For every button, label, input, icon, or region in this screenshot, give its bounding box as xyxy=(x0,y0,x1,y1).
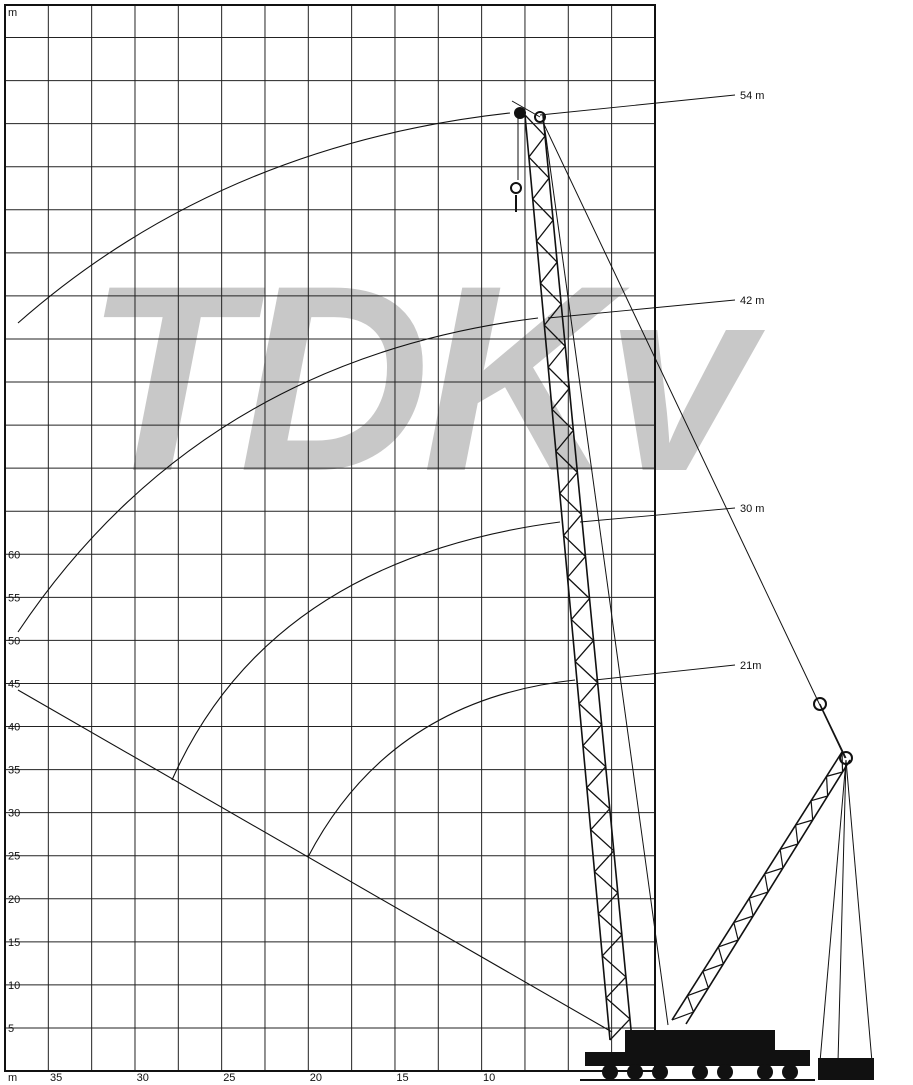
radius-tick-labels: 35 30 25 20 15 10 xyxy=(50,1072,495,1084)
radius-tick-label: 30 xyxy=(137,1072,149,1084)
height-tick-label: 35 xyxy=(8,765,20,777)
label-54m: 54 m xyxy=(740,90,764,102)
main-boom xyxy=(524,114,633,1041)
boom-head xyxy=(510,100,546,212)
crane-carrier xyxy=(580,1030,815,1081)
curve-30m xyxy=(171,521,561,781)
limit-line xyxy=(17,689,613,1033)
curve-21m xyxy=(307,679,576,858)
height-tick-label: 25 xyxy=(8,851,20,863)
height-tick-label: 10 xyxy=(8,980,20,992)
radius-unit-label: m xyxy=(8,1072,17,1084)
height-tick-label: 15 xyxy=(8,937,20,949)
radius-tick-label: 20 xyxy=(310,1072,322,1084)
curve-54m xyxy=(17,112,511,324)
grid-frame xyxy=(4,4,656,1072)
height-unit-label: m xyxy=(8,7,17,19)
radius-tick-label: 25 xyxy=(223,1072,235,1084)
height-tick-label: 30 xyxy=(8,808,20,820)
radius-tick-label: 15 xyxy=(396,1072,408,1084)
radius-tick-label: 10 xyxy=(483,1072,495,1084)
leader-21m xyxy=(594,664,736,681)
label-21m: 21m xyxy=(740,660,761,672)
label-42m: 42 m xyxy=(740,295,764,307)
height-tick-label: 60 xyxy=(8,549,20,561)
grid xyxy=(4,4,656,1072)
pendant-rope-inner xyxy=(544,129,669,1026)
watermark: TDKv xyxy=(85,231,767,527)
height-tick-label: 5 xyxy=(8,1023,14,1035)
height-tick-label: 55 xyxy=(8,592,20,604)
leader-42m xyxy=(547,299,736,319)
leader-54m xyxy=(539,94,736,116)
height-tick-label: 45 xyxy=(8,678,20,690)
height-tick-label: 50 xyxy=(8,635,20,647)
radius-tick-label: 35 xyxy=(50,1072,62,1084)
height-tick-labels: 5 10 15 20 25 30 35 40 45 50 55 60 xyxy=(8,549,20,1035)
pendant-rope xyxy=(541,119,846,759)
derrick-mast xyxy=(671,697,873,1063)
curve-42m xyxy=(17,317,539,633)
height-tick-label: 40 xyxy=(8,722,20,734)
leader-30m xyxy=(579,507,736,523)
counterweight xyxy=(818,1058,874,1080)
label-30m: 30 m xyxy=(740,503,764,515)
height-tick-label: 20 xyxy=(8,894,20,906)
